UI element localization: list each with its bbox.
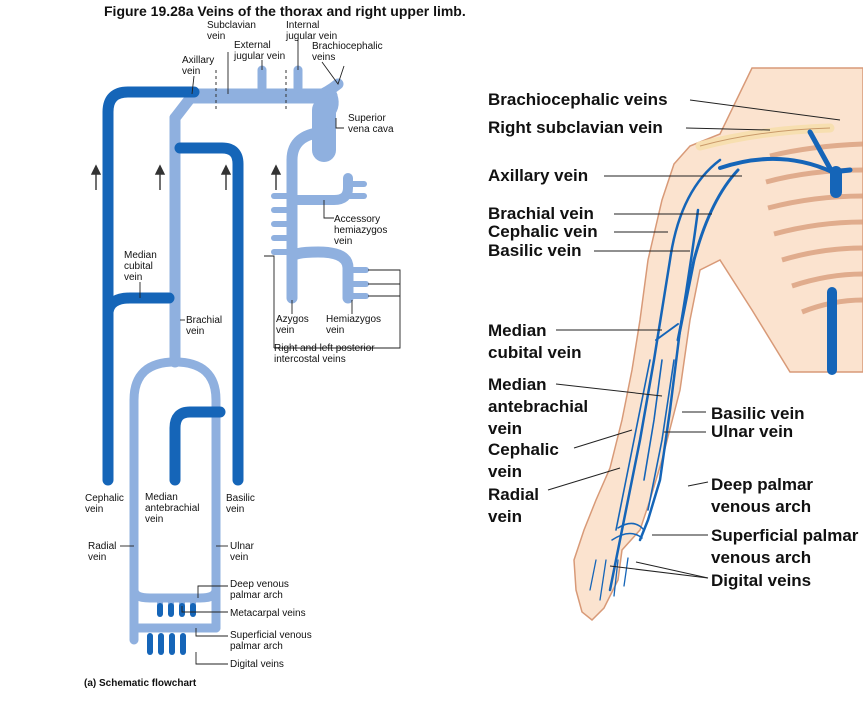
brachiocephalic-right (312, 78, 344, 102)
azygos-trunk (286, 126, 331, 304)
ulnar-vein-anat (647, 359, 675, 511)
anat-label-basilic-vein-lower: Basilic vein (711, 404, 805, 423)
superficial-palmar-arch-anat (611, 532, 643, 541)
digital-veins-anat (589, 557, 629, 601)
schematic-leader-lines (120, 40, 401, 665)
clavicle-outline (699, 127, 831, 147)
torso-and-arm-skin (573, 67, 863, 622)
anat-label-digital-veins: Digital veins (711, 571, 812, 590)
basilic-vein (174, 142, 244, 486)
loop-connect (129, 585, 221, 645)
forearm-loop (129, 357, 221, 603)
cephalic-vein (102, 86, 200, 486)
superficial-veins (129, 65, 369, 645)
label-metacarpal-veins: Metacarpal veins (230, 608, 306, 619)
flow-arrows (90, 164, 282, 190)
boundary-dashes (215, 70, 287, 112)
skin (573, 67, 863, 622)
median-antebrachial-vein (169, 406, 226, 486)
accessory-hemiazygos (287, 173, 353, 205)
anat-label-basilic-vein-upper: Basilic vein (488, 241, 582, 260)
basilic-vein-arm (638, 208, 700, 542)
axillary-brachial-vein (676, 168, 740, 342)
anat-label-axillary-vein: Axillary vein (488, 166, 589, 185)
median-cubital-vein (102, 292, 175, 318)
anat-label-right-subclavian-vein: Right subclavian vein (488, 118, 663, 137)
median-cubital-anat (655, 323, 679, 341)
figure-caption: (a) Schematic flowchart (84, 678, 197, 689)
cephalic-vein-arm (608, 158, 722, 592)
anat-label-ulnar-vein: Ulnar vein (711, 422, 794, 441)
anatomy-veins (589, 129, 853, 601)
azygos-lower-branch (286, 246, 354, 304)
schematic-flowchart (90, 40, 401, 665)
figure-title: Figure 19.28a Veins of the thorax and ri… (104, 3, 466, 19)
ribs (765, 141, 863, 315)
right-subclavian-vein (718, 156, 834, 174)
anat-label-brachiocephalic-veins: Brachiocephalic veins (488, 90, 668, 109)
deep-palmar-arch-anat (617, 522, 645, 531)
anat-label-brachial-vein: Brachial vein (488, 204, 594, 223)
anatomy-illustration (573, 67, 863, 622)
median-antebrachial-anat (643, 359, 663, 481)
anat-label-cephalic-vein-upper: Cephalic vein (488, 222, 598, 241)
label-digital-veins: Digital veins (230, 659, 284, 670)
